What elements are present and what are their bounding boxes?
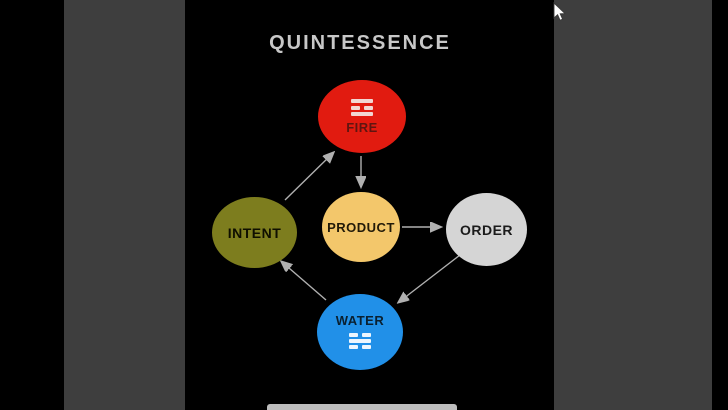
node-label-order: ORDER (459, 221, 514, 238)
slide-title: QUINTESSENCE (269, 32, 451, 54)
right-gray-panel (554, 0, 712, 410)
arrow-order-to-water (399, 254, 461, 302)
arrow-intent-to-fire (284, 153, 333, 201)
node-order: ORDER (446, 193, 527, 266)
mouse-cursor-icon (553, 2, 567, 21)
fire-trigram-icon (351, 98, 373, 117)
node-label-water: WATER (335, 313, 385, 329)
left-black-edge (0, 0, 64, 410)
node-product: PRODUCT (322, 192, 400, 262)
slide-canvas: QUINTESSENCE FIRE INTENT PRODUCT (185, 0, 554, 410)
node-fire: FIRE (318, 80, 406, 153)
node-label-fire: FIRE (346, 120, 378, 136)
node-intent: INTENT (212, 197, 297, 268)
arrow-layer (185, 0, 461, 410)
right-black-edge (712, 0, 728, 410)
node-label-intent: INTENT (227, 224, 282, 241)
arrow-water-to-intent (282, 262, 327, 301)
node-label-product: PRODUCT (327, 219, 395, 235)
left-gray-panel (64, 0, 185, 410)
node-water: WATER (317, 294, 403, 370)
arrow-group (282, 153, 461, 302)
bottom-bar (267, 404, 457, 410)
water-trigram-icon (349, 331, 371, 350)
